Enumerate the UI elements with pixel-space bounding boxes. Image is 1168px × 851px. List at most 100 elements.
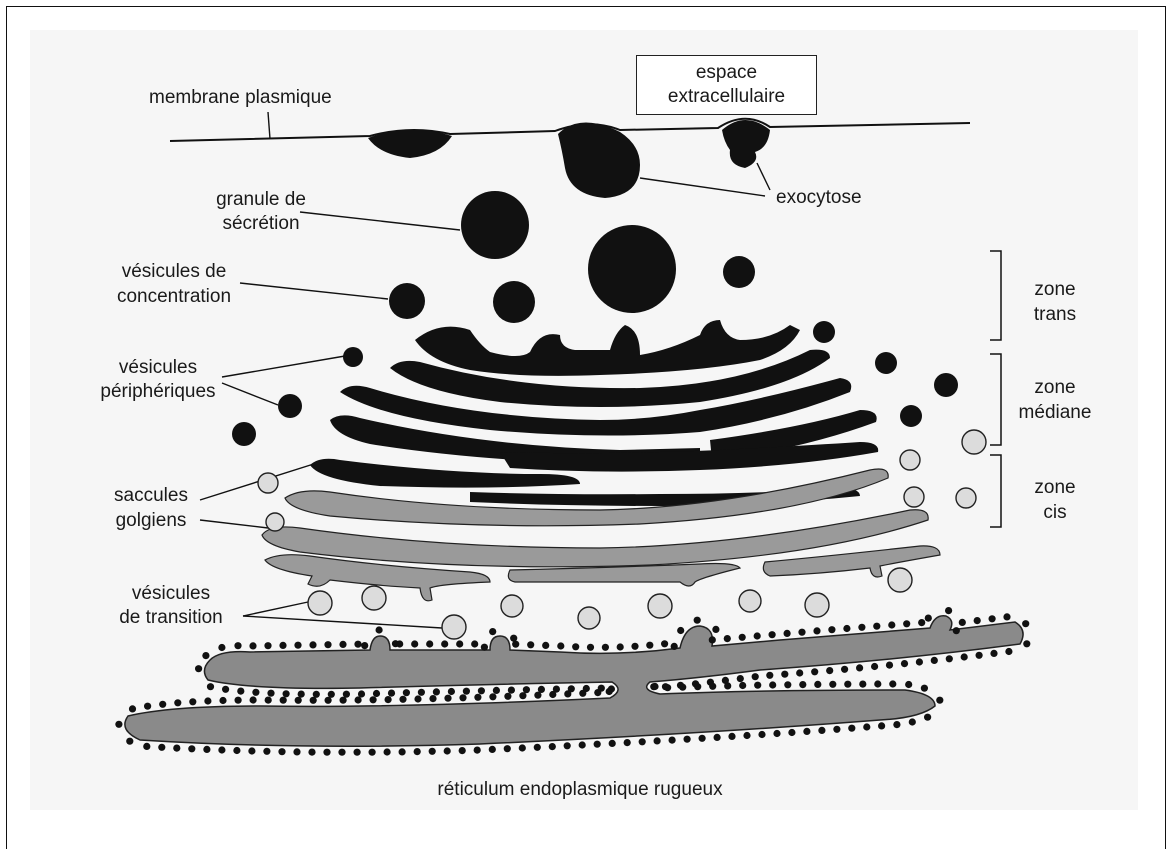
- ribosome-dot: [886, 662, 893, 669]
- ribosome-dot: [267, 690, 274, 697]
- ribosome-dot: [669, 737, 676, 744]
- ribosome-dot: [373, 690, 380, 697]
- ribosome-dot: [218, 746, 225, 753]
- ribosome-dot: [598, 685, 605, 692]
- ribosome-dot: [798, 629, 805, 636]
- ribosome-dot: [195, 665, 202, 672]
- ribosome-dot: [207, 683, 214, 690]
- ribosome-dot: [936, 697, 943, 704]
- ribosome-dot: [129, 705, 136, 712]
- ribosome-dot: [264, 642, 271, 649]
- ribosome-dot: [309, 641, 316, 648]
- ribosome-dot: [893, 721, 900, 728]
- ribosome-dot: [609, 740, 616, 747]
- secretion-granules: [461, 191, 676, 313]
- ribosome-dot: [218, 644, 225, 651]
- zone-mediane-label-line2: médiane: [1010, 401, 1100, 425]
- exocytosis-vesicle-3: [722, 120, 770, 168]
- ribosome-dot: [489, 746, 496, 753]
- ribosome-dot: [534, 744, 541, 751]
- ribosome-dot: [859, 681, 866, 688]
- ribosome-dot: [694, 683, 701, 690]
- ribosome-dot: [799, 681, 806, 688]
- ribosome-dot: [1022, 620, 1029, 627]
- ribosome-dot: [624, 739, 631, 746]
- ribosome-dot: [265, 697, 272, 704]
- exocytosis-vesicle-2: [558, 122, 640, 198]
- ribosome-dot: [743, 732, 750, 739]
- ribosome-dot: [235, 697, 242, 704]
- ribosome-dot: [953, 627, 960, 634]
- ribosome-dot: [863, 723, 870, 730]
- ribosome-dot: [249, 642, 256, 649]
- ribosome-dot: [724, 682, 731, 689]
- ribosome-dot: [489, 693, 496, 700]
- ribosome-dot: [572, 643, 579, 650]
- ribosome-dot: [818, 727, 825, 734]
- ribosome-dot: [293, 748, 300, 755]
- ribosome-dot: [916, 658, 923, 665]
- ribosome-dot: [376, 626, 383, 633]
- rough-endoplasmic-reticulum: [125, 616, 1023, 747]
- ribosome-dot: [677, 627, 684, 634]
- ribosome-dot: [144, 703, 151, 710]
- transition-label-line2: de transition: [96, 606, 246, 630]
- ribosome-dot: [873, 623, 880, 630]
- ribosome-dot: [418, 689, 425, 696]
- ribosome-dot: [602, 644, 609, 651]
- ribosome-dot: [924, 714, 931, 721]
- ribosome-dot: [237, 688, 244, 695]
- ribosome-dot: [279, 642, 286, 649]
- trans-saccule: [415, 320, 800, 376]
- ribosome-dot: [354, 641, 361, 648]
- ribosome-dot: [976, 652, 983, 659]
- ribosome-dot: [339, 641, 346, 648]
- zone-trans-label-line1: zone: [1010, 278, 1100, 302]
- ribosome-dot: [448, 688, 455, 695]
- ribosome-dot: [888, 621, 895, 628]
- ribosome-dot: [252, 689, 259, 696]
- ribosome-dot: [263, 748, 270, 755]
- ribosome-dot: [219, 697, 226, 704]
- ribosome-dot: [878, 722, 885, 729]
- ribosome-dot: [829, 681, 836, 688]
- membrane-label: membrane plasmique: [149, 86, 332, 110]
- ribosome-dot: [714, 734, 721, 741]
- ribosome-dot: [724, 635, 731, 642]
- ribosome-dot: [388, 690, 395, 697]
- ribosome-dot: [945, 607, 952, 614]
- ribosome-dot: [646, 642, 653, 649]
- ribosome-dot: [564, 742, 571, 749]
- ribosome-dot: [974, 617, 981, 624]
- peripheral-label-line1: vésicules: [88, 356, 228, 380]
- ribosome-dot: [833, 726, 840, 733]
- zone-mediane-label-line1: zone: [1010, 376, 1100, 400]
- ribosome-dot: [918, 619, 925, 626]
- ribosome-dot: [737, 675, 744, 682]
- ribosome-dot: [811, 668, 818, 675]
- ribosome-dot: [557, 642, 564, 649]
- ribosome-dot: [234, 642, 241, 649]
- extracellular-label-line2: extracellulaire: [636, 85, 817, 109]
- ribosome-dot: [631, 643, 638, 650]
- ribosome-dot: [508, 687, 515, 694]
- ribosome-dot: [189, 698, 196, 705]
- granule-label-line1: granule de: [196, 188, 326, 212]
- ribosome-dot: [203, 746, 210, 753]
- ribosome-dot: [278, 748, 285, 755]
- concentration-label-line2: concentration: [104, 285, 244, 309]
- ribosome-dot: [202, 652, 209, 659]
- ribosome-dot: [905, 681, 912, 688]
- ribosome-dot: [712, 626, 719, 633]
- ribosome-dot: [784, 630, 791, 637]
- ribosome-dot: [384, 748, 391, 755]
- ribosome-dot: [298, 691, 305, 698]
- ribosome-dot: [773, 730, 780, 737]
- ribosome-dot: [527, 641, 534, 648]
- zone-cis-label-line2: cis: [1010, 501, 1100, 525]
- ribosome-dot: [343, 691, 350, 698]
- ribosome-dot: [553, 686, 560, 693]
- ribosome-dot: [222, 686, 229, 693]
- ribosome-dot: [1005, 648, 1012, 655]
- ribosome-dot: [709, 683, 716, 690]
